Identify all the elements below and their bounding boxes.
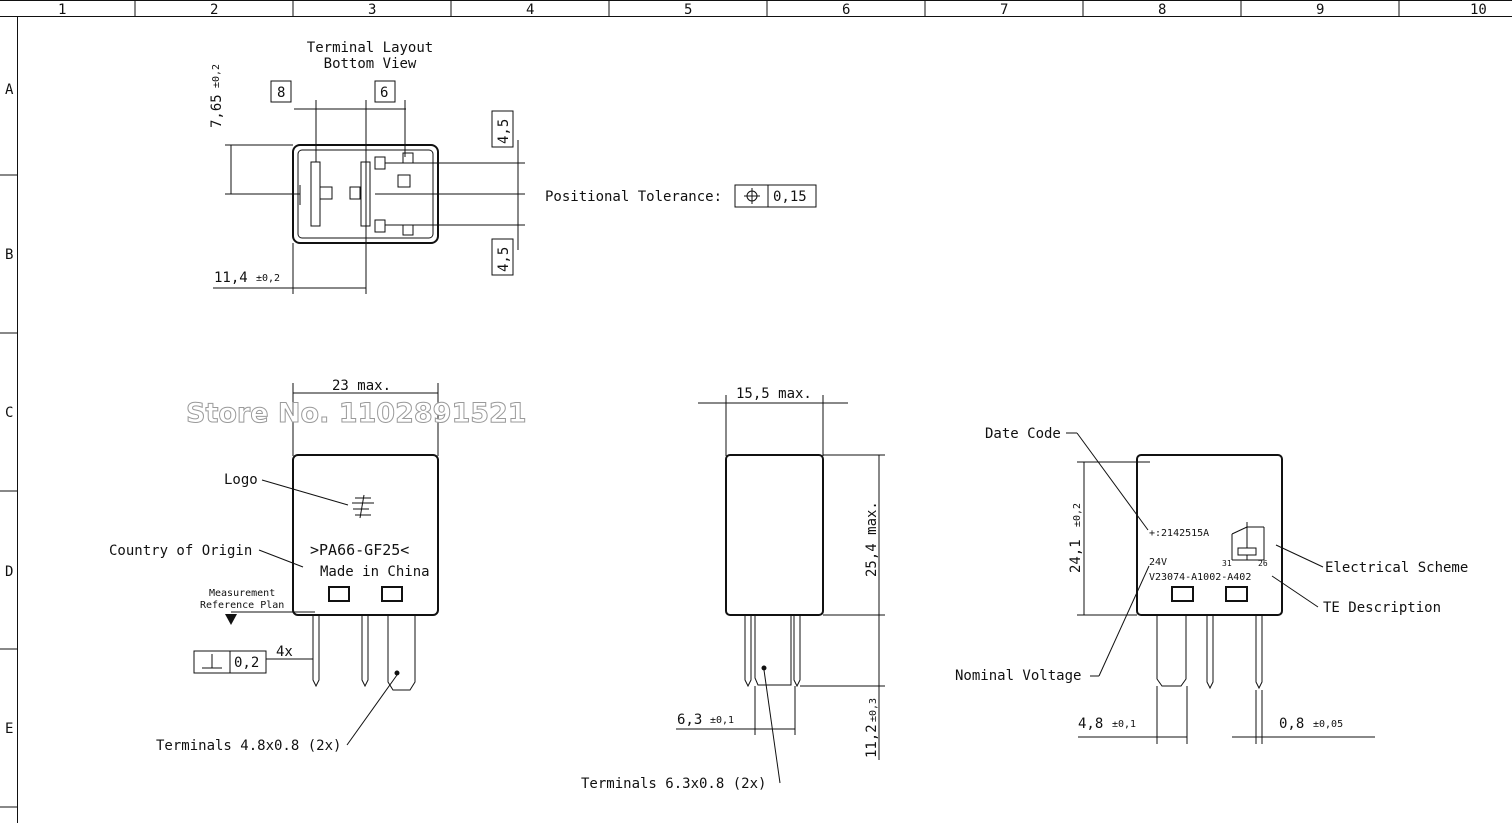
dim-765-tol: ±0,2 (211, 64, 222, 88)
terminal-layout-view: Terminal Layout Bottom View 7,65 ±0,2 (209, 40, 817, 294)
datum-marker-icon (225, 614, 237, 625)
terminal-layout-subtitle: Bottom View (324, 56, 417, 72)
column-label-3: 3 (368, 2, 376, 18)
side-width-dim: 15,5 max. (736, 386, 812, 402)
country-of-origin-label: Country of Origin (109, 543, 252, 559)
column-label-1: 1 (58, 2, 66, 18)
row-label-c: C (5, 405, 13, 421)
relay-rear-body (1136, 454, 1283, 616)
side-pin-width-dim: 6,3 (677, 712, 702, 728)
dim-114: 11,4 (214, 270, 248, 286)
front-width-dim: 23 max. (332, 378, 391, 394)
dim-765: 7,65 (209, 94, 225, 128)
te-logo-icon (352, 494, 374, 519)
rear-pin-thick-dim: 0,8 (1279, 716, 1304, 732)
perp-value: 0,2 (234, 655, 259, 671)
row-label-d: D (5, 564, 13, 580)
rear-view: Date Code 24,1 ±0,2 +:2142515A 24V V2307… (955, 426, 1468, 744)
dim-45-top: 4,5 (496, 119, 512, 144)
side-height-dim: 25,4 max. (864, 501, 880, 577)
positional-tolerance-label: Positional Tolerance: (545, 189, 722, 205)
relay-side-body (725, 454, 824, 616)
side-terminals (744, 615, 801, 688)
reference-plan-label: Reference Plan (200, 600, 284, 611)
pin-height-tol: ±0,3 (868, 698, 879, 722)
column-label-8: 8 (1158, 2, 1166, 18)
count-4x: 4x (276, 644, 293, 660)
nominal-voltage-label: Nominal Voltage (955, 668, 1081, 684)
row-label-a: A (5, 82, 14, 98)
side-view: 15,5 max. 25,4 max. 11,2 ±0,3 6,3 ±0,1 T… (581, 386, 885, 792)
column-label-9: 9 (1316, 2, 1324, 18)
terminals-48-label: Terminals 4.8x0.8 (2x) (156, 738, 341, 754)
row-label-e: E (5, 721, 13, 737)
material-text: >PA66-GF25< (310, 541, 409, 559)
voltage-text: 24V (1149, 557, 1167, 568)
row-label-b: B (5, 247, 13, 263)
terminals-63-label: Terminals 6.3x0.8 (2x) (581, 776, 766, 792)
column-label-6: 6 (842, 2, 850, 18)
measurement-label: Measurement (209, 588, 275, 599)
pin-height-dim: 11,2 (864, 724, 880, 758)
column-label-5: 5 (684, 2, 692, 18)
date-code-text: +:2142515A (1149, 528, 1209, 539)
column-label-7: 7 (1000, 2, 1008, 18)
front-terminals (312, 615, 416, 691)
relay-schematic-icon (1231, 522, 1265, 561)
rear-pin-width-tol: ±0,1 (1112, 719, 1136, 730)
rear-pin-thick-tol: ±0,05 (1313, 719, 1343, 730)
terminal-pads (299, 152, 430, 236)
pitch-box-6: 6 (380, 85, 388, 101)
rear-pin-width-dim: 4,8 (1078, 716, 1103, 732)
side-pin-width-tol: ±0,1 (710, 715, 734, 726)
made-in-text: Made in China (320, 564, 430, 580)
dim-114-tol: ±0,2 (256, 273, 280, 284)
rear-terminals (1156, 615, 1263, 690)
positional-tolerance-value: 0,15 (773, 189, 807, 205)
pin-26-label: 26 (1258, 559, 1268, 568)
column-label-10: 10 (1470, 2, 1487, 18)
te-description-label: TE Description (1323, 600, 1441, 616)
front-view: 23 max. Logo Country of Origin >PA66-GF2… (109, 378, 439, 754)
date-code-label: Date Code (985, 426, 1061, 442)
column-label-2: 2 (210, 2, 218, 18)
store-watermark: Store No. 1102891521 (186, 398, 527, 429)
rear-height-dim: 24,1 (1068, 539, 1084, 573)
pitch-box-8: 8 (277, 85, 285, 101)
electrical-scheme-label: Electrical Scheme (1325, 560, 1468, 576)
rear-height-tol: ±0,2 (1072, 503, 1083, 527)
terminal-layout-title: Terminal Layout (307, 40, 433, 56)
part-number-text: V23074-A1002-A402 (1149, 572, 1251, 583)
logo-label: Logo (224, 472, 258, 488)
dim-45-bottom: 4,5 (496, 247, 512, 272)
relay-front-body (292, 454, 439, 616)
column-label-4: 4 (526, 2, 534, 18)
pin-31-label: 31 (1222, 559, 1232, 568)
